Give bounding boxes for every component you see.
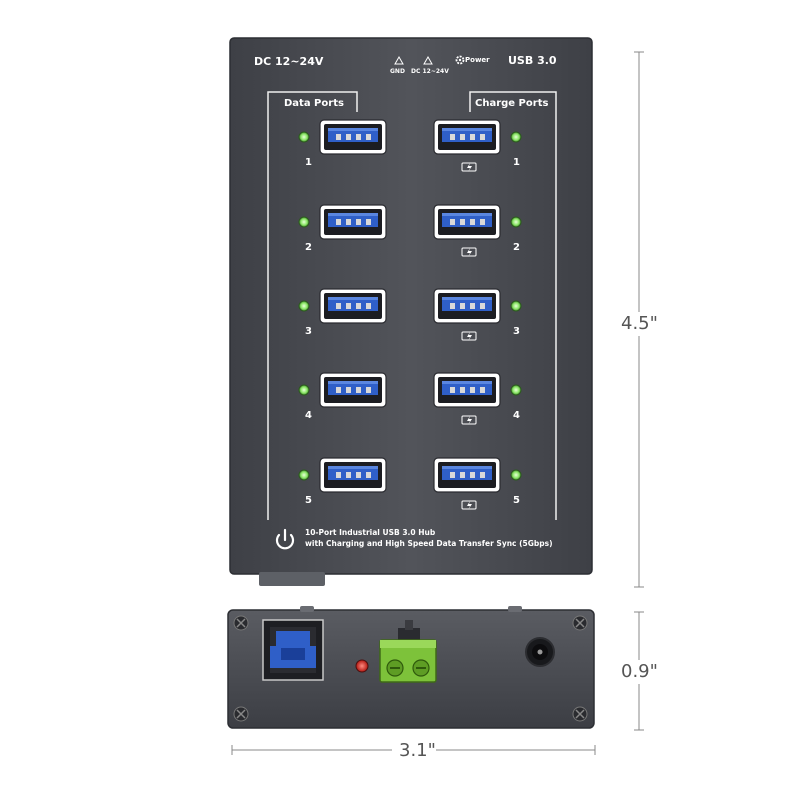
charge-port-number: 4	[513, 410, 520, 421]
data-port-usb[interactable]	[319, 372, 387, 408]
power-label: Power	[465, 56, 490, 64]
dc-small-label: DC 12~24V	[411, 68, 449, 75]
status-led-green	[298, 131, 310, 143]
data-port-number: 1	[305, 157, 312, 168]
product-description-line2: with Charging and High Speed Data Transf…	[305, 539, 553, 548]
data-port-usb[interactable]	[319, 288, 387, 324]
charge-port-number: 5	[513, 495, 520, 506]
lightning-icon	[461, 500, 477, 510]
usb-version-label: USB 3.0	[508, 54, 557, 67]
status-led-red	[355, 659, 369, 673]
charge-port-usb[interactable]	[433, 457, 501, 493]
charge-port-number: 2	[513, 242, 520, 253]
data-ports-title: Data Ports	[284, 98, 344, 109]
lightning-icon	[461, 415, 477, 425]
charge-port-usb[interactable]	[433, 204, 501, 240]
power-switch[interactable]	[259, 572, 325, 586]
status-led-green	[298, 469, 310, 481]
charge-ports-title: Charge Ports	[475, 98, 549, 109]
data-port-number: 3	[305, 326, 312, 337]
status-led-green	[298, 300, 310, 312]
gnd-label: GND	[390, 68, 405, 75]
hub-top-housing	[230, 38, 592, 574]
status-led-green	[298, 384, 310, 396]
data-port-number: 2	[305, 242, 312, 253]
depth-dimension: 0.9"	[621, 661, 658, 682]
charge-port-usb[interactable]	[433, 288, 501, 324]
terminal-block[interactable]	[379, 620, 437, 683]
status-led-green	[510, 216, 522, 228]
lightning-icon	[461, 247, 477, 257]
charge-ports-bracket	[469, 91, 557, 520]
height-dimension: 4.5"	[621, 313, 658, 334]
gear-icon	[455, 55, 465, 65]
triangle-icon	[394, 55, 433, 65]
charge-port-usb[interactable]	[433, 372, 501, 408]
dc-jack[interactable]	[525, 637, 555, 667]
power-icon	[275, 528, 295, 550]
lightning-icon	[461, 331, 477, 341]
data-port-usb[interactable]	[319, 119, 387, 155]
charge-port-usb[interactable]	[433, 119, 501, 155]
status-led-green	[510, 384, 522, 396]
data-ports-bracket	[267, 91, 358, 520]
data-port-usb[interactable]	[319, 457, 387, 493]
data-port-usb[interactable]	[319, 204, 387, 240]
status-led-green	[510, 300, 522, 312]
lightning-icon	[461, 162, 477, 172]
product-description-line1: 10-Port Industrial USB 3.0 Hub	[305, 528, 436, 537]
data-port-number: 5	[305, 495, 312, 506]
voltage-label: DC 12~24V	[254, 55, 324, 68]
status-led-green	[298, 216, 310, 228]
charge-port-number: 3	[513, 326, 520, 337]
screw-icon	[233, 615, 588, 722]
usb-b-port[interactable]	[262, 619, 324, 681]
width-dimension: 3.1"	[399, 740, 436, 761]
charge-port-number: 1	[513, 157, 520, 168]
data-port-number: 4	[305, 410, 312, 421]
status-led-green	[510, 469, 522, 481]
status-led-green	[510, 131, 522, 143]
